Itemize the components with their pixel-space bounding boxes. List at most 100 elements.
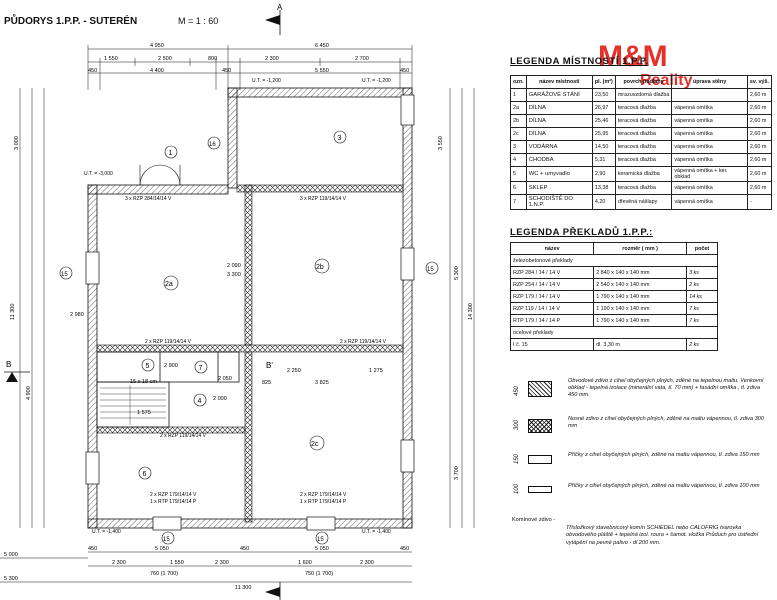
col-ozn: ozn. (510, 75, 527, 89)
plan-title: PŮDORYS 1.P.P. - SUTERÉN (4, 16, 138, 27)
dim-bot-1: 450 (88, 546, 97, 552)
table-cell: 1 190 x 140 x 140 mm (593, 302, 688, 315)
dim-right-4: 3 700 (454, 466, 460, 480)
dim-top-1: 4 950 (150, 43, 164, 49)
table-cell: 2,60 m (746, 166, 773, 182)
table-cell: 2,60 m (746, 101, 773, 115)
table-cell: vápenná omítka (671, 140, 748, 154)
table-cell: 2 840 x 140 x 140 mm (593, 266, 688, 279)
table-cell: teracová dlažba (614, 140, 673, 154)
room-5-label: 5 (146, 363, 150, 370)
table-cell: 1 790 x 140 x 140 mm (593, 290, 688, 303)
table-cell: dřevěná nášlapy (614, 194, 673, 210)
dim-bot-4: 5 050 (315, 546, 329, 552)
symbol-partition-100: 100 Příčky z cihel obyčejných plných, zd… (512, 483, 772, 509)
room-1-label: 1 (169, 150, 173, 157)
table-cell: dl. 3,30 m (593, 338, 688, 351)
table-cell: keramická dlažba (614, 166, 673, 182)
symbol-bearing-wall: 300 Nosné zdivo z cihel obyčejných plnýc… (512, 416, 772, 446)
room-3-label: 3 (338, 135, 342, 142)
top-dimension-texts: 4 950 6 450 1 550 2 500 800 2 300 2 700 … (88, 43, 409, 74)
table-cell: - (746, 194, 773, 210)
table-cell: teracová dlažba (614, 181, 673, 195)
table-cell: vápenná omítka (671, 114, 748, 128)
dim-12: 15 x 18 cm (130, 379, 157, 385)
dim-bot-9: 1 600 (298, 560, 312, 566)
table-cell: 2 ks (686, 338, 718, 351)
table-cell: 7 ks (686, 314, 718, 327)
dim-1: 2 090 (227, 263, 241, 269)
section-b-right-label: B' (266, 361, 273, 370)
dim-bot-13: 11 300 (235, 585, 251, 591)
right-dimension-texts: 3 550 5 300 14 300 3 700 (438, 136, 474, 480)
table-cell: vápenná omítka + ker. obklad (671, 166, 748, 182)
bottom-dimension-texts: 450 5 050 450 5 050 450 2 300 1 550 2 30… (4, 546, 409, 591)
brand-logo: M&M (598, 40, 668, 73)
table-cell (671, 88, 748, 102)
col-floor: povrch podlahy (614, 75, 673, 89)
table-cell: WC + umyvadlo (525, 166, 593, 182)
col-lintel-name: název (509, 242, 595, 255)
dim-bot-5: 450 (400, 546, 409, 552)
level-5: U.T. = -1,400 (362, 529, 391, 535)
dim-bot-3: 450 (240, 546, 249, 552)
table-cell: RZP 254 / 14 / 14 V (509, 278, 595, 291)
dim-bot-7: 1 550 (170, 560, 184, 566)
lintel-1: 3 x RZP 284/14/14 V (125, 196, 172, 202)
table-cell: RZP 119 / 14 / 14 V (509, 302, 595, 315)
table-cell: 2,60 m (746, 114, 773, 128)
table-cell: 2 540 x 140 x 140 mm (593, 278, 688, 291)
lintel-8: 2 x RZP 179/14/14 V (300, 492, 347, 498)
table-cell: 7 ks (686, 302, 718, 315)
dim-bot-12: 750 (1 700) (305, 571, 333, 577)
table-cell: 25,95 (591, 127, 616, 141)
dim-5: 2 000 (213, 396, 227, 402)
table-cell: teracová dlažba (614, 153, 673, 167)
section-a-label: A (277, 3, 283, 12)
section-a-marker: A (265, 3, 283, 35)
symbol-bearing-wall-text: Nosné zdivo z cihel obyčejných plných, z… (568, 416, 764, 429)
chimney-text: Třísložkový stavebnicový komín SCHIEDEL … (566, 525, 759, 546)
hatch-pattern-icon (528, 381, 552, 397)
table-cell: 5,31 (591, 153, 616, 167)
partition-100-icon (528, 486, 552, 493)
lintel-5: 2 x RZP 119/14/14 V (160, 433, 207, 439)
dim-top-11: 5 550 (315, 68, 329, 74)
col-lintel-size: rozměr ( mm ) (593, 242, 688, 255)
table-cell: 2c (510, 127, 527, 141)
room-4-label: 4 (198, 398, 202, 405)
dim-top-4: 2 500 (158, 56, 172, 62)
table-cell: SCHODIŠTĚ DO 1.N.P. (525, 194, 593, 210)
table-cell: teracová dlažba (614, 101, 673, 115)
table-cell: 2,60 m (746, 153, 773, 167)
left-dimension-lines (19, 88, 45, 528)
symbol-partition-100-text: Příčky z cihel obyčejných plných, zděné … (568, 483, 760, 489)
table-cell: VODÁRNA (525, 140, 593, 154)
section-b-left-label: B (6, 360, 11, 369)
table-cell: I č. 15 (509, 338, 595, 351)
note-15-bottom: 15 (163, 537, 170, 543)
dim-4: 2 050 (218, 376, 232, 382)
group-label: ocelové překlady (510, 326, 718, 339)
lintel-3: 2 x RZP 119/14/14 V (145, 339, 192, 345)
room-7-label: 7 (199, 365, 203, 372)
dim-top-7: 2 700 (355, 56, 369, 62)
symbol-outer-wall-text: Obvodové zdivo z cihel obyčejných plných… (568, 378, 764, 398)
table-cell: 2,60 m (746, 181, 773, 195)
table-cell: mrazuvzdorná dlažba (614, 88, 673, 102)
note-15-bottom-2: 15 (317, 537, 324, 543)
table-cell: 4,20 (591, 194, 616, 210)
dim-8: 1 275 (369, 368, 383, 374)
dim-top-10: 450 (222, 68, 231, 74)
table-cell: DÍLNA (525, 114, 593, 128)
room-labels: 1 2a 2b 2c 3 4 5 6 7 15 15 16 15 (59, 130, 439, 545)
dim-top-5: 800 (208, 56, 217, 62)
dim-top-3: 1 550 (104, 56, 118, 62)
lintel-7: 1 x RTP 179/14/14 P (150, 499, 197, 505)
